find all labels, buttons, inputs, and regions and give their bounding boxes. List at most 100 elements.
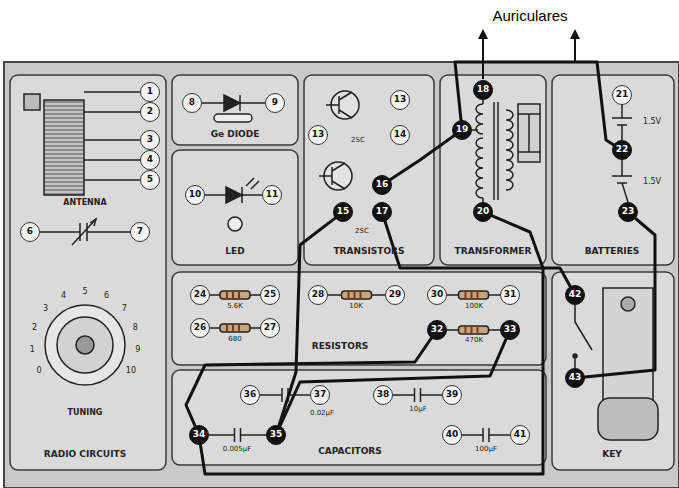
terminal: 20 [473, 202, 493, 222]
terminal: 13 [308, 125, 328, 145]
terminal: 3 [140, 130, 160, 150]
part-label: 10K [349, 303, 363, 311]
terminal: 43 [565, 368, 585, 388]
terminal-number: 23 [622, 207, 635, 217]
transformer-winding [476, 138, 483, 198]
led-light [246, 178, 259, 189]
terminal: 24 [190, 285, 210, 305]
transformer-winding [506, 110, 513, 190]
terminal-number: 5 [147, 175, 153, 185]
panel-heading: CAPACITORS [318, 447, 381, 457]
antenna-bracket [24, 94, 40, 110]
terminal-number: 11 [266, 190, 279, 200]
part-label: 470K [465, 337, 483, 345]
terminal-number: 10 [189, 190, 202, 200]
antenna-coil [44, 100, 84, 195]
terminal-number: 3 [147, 135, 153, 145]
variable-arrow [90, 219, 96, 226]
part-label: 100K [465, 303, 483, 311]
terminal: 14 [390, 125, 410, 145]
part-label: 100µF [475, 446, 497, 454]
dial-number: 2 [32, 324, 37, 333]
headphone-lead [574, 34, 576, 62]
terminal-number: 14 [394, 130, 407, 140]
capacitor-symbol [393, 388, 442, 402]
panel-heading: Ge DIODE [211, 130, 260, 140]
terminal: 11 [262, 185, 282, 205]
board [4, 62, 679, 488]
component-panel: TRANSISTORS131314151617 [304, 75, 434, 265]
terminal-number: 17 [376, 207, 389, 217]
terminal-number: 24 [194, 290, 207, 300]
panel-frame [10, 75, 166, 470]
terminal-number: 13 [394, 95, 407, 105]
terminal: 5 [140, 170, 160, 190]
terminal: 9 [265, 93, 285, 113]
terminal: 35 [266, 425, 286, 445]
terminal: 41 [510, 425, 530, 445]
panel-heading: TRANSFORMER [455, 247, 532, 257]
component-panel: LED1011 [172, 150, 298, 265]
terminal-number: 31 [504, 290, 517, 300]
panel-frame [172, 150, 298, 265]
jumper-wire [585, 219, 655, 378]
terminal: 32 [427, 320, 447, 340]
terminal-number: 27 [264, 323, 277, 333]
key-screw [621, 297, 635, 311]
terminal: 33 [500, 320, 520, 340]
tuning-knob [57, 317, 113, 373]
led-symbol [205, 187, 262, 203]
dial-number: 0 [37, 367, 42, 376]
diode-triangle [224, 95, 240, 111]
component-panel: TRANSFORMER 1819 20 [440, 75, 546, 265]
part-label: 680 [228, 336, 241, 344]
headphone-label: Auriculares [492, 8, 567, 25]
terminal-number: 34 [193, 430, 206, 440]
key-knob [598, 398, 658, 440]
terminal-number: 15 [337, 207, 350, 217]
terminal: 8 [182, 93, 202, 113]
terminal: 21 [612, 85, 632, 105]
panel-heading: RESISTORS [312, 342, 369, 352]
diode-symbol [202, 95, 265, 111]
terminal-number: 42 [569, 290, 582, 300]
terminal: 18 [473, 80, 493, 100]
terminal-number: 40 [446, 430, 459, 440]
resistor-band [465, 326, 467, 334]
dial-number: 7 [122, 305, 127, 314]
headphone-lead [482, 34, 484, 79]
terminal-number: 13 [312, 130, 325, 140]
terminal-number: 9 [272, 98, 278, 108]
terminal: 19 [452, 120, 472, 140]
resistor-band [465, 291, 467, 299]
part-label: 5.6K [227, 303, 243, 311]
terminal: 16 [372, 175, 392, 195]
terminal: 2 [140, 102, 160, 122]
part-label: 2SC [355, 228, 369, 236]
transistor-leads [326, 92, 352, 118]
part-label: 2SC [351, 137, 365, 145]
resistor-band [360, 291, 362, 299]
dial-number: 5 [82, 288, 87, 297]
part-label: 0.005µF [223, 446, 252, 454]
terminal: 1 [140, 82, 160, 102]
capacitor-symbol [260, 388, 310, 402]
resistor-band [477, 291, 479, 299]
terminal: 38 [373, 385, 393, 405]
battery-symbol [612, 105, 632, 202]
dial-number: 4 [61, 292, 66, 301]
terminal-number: 20 [477, 207, 490, 217]
terminal-number: 25 [264, 290, 277, 300]
terminal: 25 [260, 285, 280, 305]
resistor-band [238, 324, 240, 332]
terminal-number: 6 [27, 227, 33, 237]
transformer-icon-core [518, 114, 540, 152]
terminal-number: 29 [389, 290, 402, 300]
tuning-dial [45, 305, 125, 385]
panel-frame [304, 75, 434, 265]
terminal-number: 41 [514, 430, 527, 440]
resistor-symbol [220, 324, 250, 332]
panel-heading: KEY [602, 450, 622, 460]
